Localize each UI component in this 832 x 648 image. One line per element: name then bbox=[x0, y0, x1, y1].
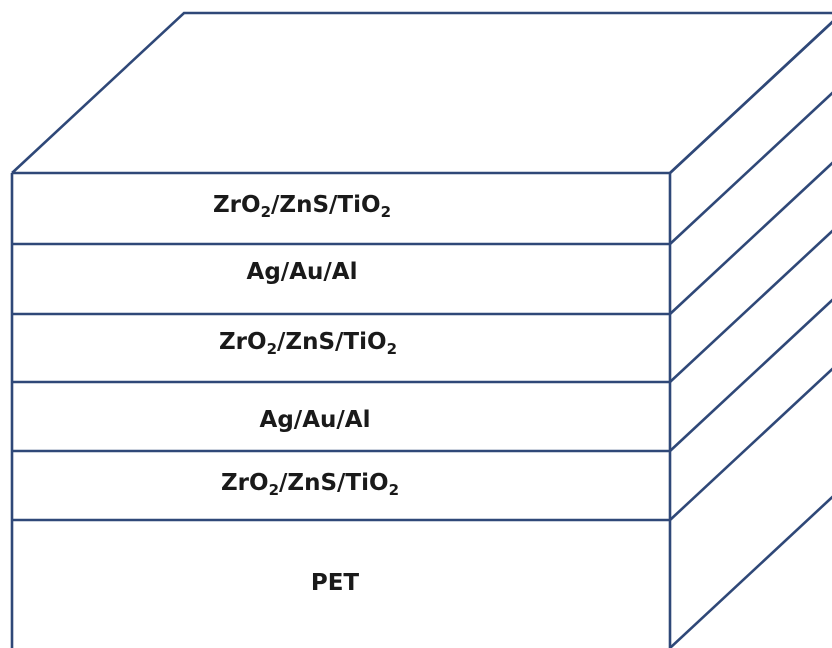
subscript: 2 bbox=[381, 203, 391, 221]
subscript: 2 bbox=[267, 340, 277, 358]
layer-label-layer-5: ZrO2/ZnS/TiO2 bbox=[221, 470, 399, 499]
stack-outline bbox=[10, 11, 832, 648]
label-text: ZrO bbox=[213, 192, 261, 218]
label-text: ZrO bbox=[221, 470, 269, 496]
subscript: 2 bbox=[389, 481, 399, 499]
label-text: /ZnS/TiO bbox=[277, 329, 387, 355]
top-face-outline bbox=[11, 11, 832, 175]
label-text: Ag/Au/Al bbox=[260, 407, 371, 433]
subscript: 2 bbox=[387, 340, 397, 358]
label-text: /ZnS/TiO bbox=[279, 470, 389, 496]
layer-labels: ZrO2/ZnS/TiO2Ag/Au/AlZrO2/ZnS/TiO2Ag/Au/… bbox=[213, 192, 399, 596]
label-text: Ag/Au/Al bbox=[247, 259, 358, 285]
layer-boundary-side bbox=[669, 298, 832, 452]
layer-boundary-side bbox=[669, 91, 832, 245]
layer-boundary-side bbox=[669, 367, 832, 521]
layer-label-layer-4: Ag/Au/Al bbox=[260, 407, 371, 433]
subscript: 2 bbox=[261, 203, 271, 221]
layer-label-layer-3: ZrO2/ZnS/TiO2 bbox=[219, 329, 397, 358]
layer-label-substrate: PET bbox=[311, 570, 360, 596]
layer-boundary-side bbox=[669, 229, 832, 383]
subscript: 2 bbox=[269, 481, 279, 499]
layer-label-layer-2: Ag/Au/Al bbox=[247, 259, 358, 285]
label-text: /ZnS/TiO bbox=[271, 192, 381, 218]
label-text: PET bbox=[311, 570, 360, 596]
label-text: ZrO bbox=[219, 329, 267, 355]
bottom-boundary-side bbox=[669, 495, 832, 648]
layer-boundary-side bbox=[669, 20, 832, 174]
layer-label-layer-1: ZrO2/ZnS/TiO2 bbox=[213, 192, 391, 221]
layer-boundary-side bbox=[669, 161, 832, 315]
